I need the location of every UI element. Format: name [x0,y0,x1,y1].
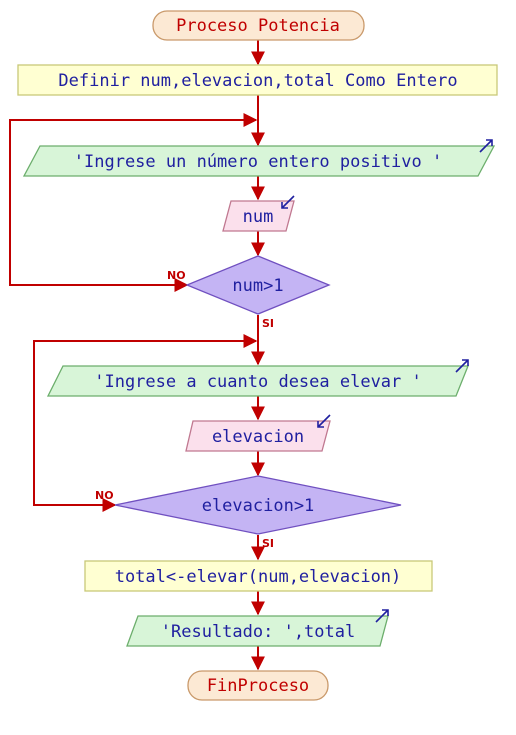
output-arrow-icon [455,359,469,373]
define-label: Definir num,elevacion,total Como Entero [58,71,457,91]
prompt-num-label: 'Ingrese un número entero positivo ' [74,152,442,172]
decision-num-node: num>1 [185,255,331,315]
assign-label: total<-elevar(num,elevacion) [115,567,402,587]
define-node: Definir num,elevacion,total Como Entero [17,64,498,96]
read-elev-label: elevacion [212,427,304,447]
end-node: FinProceso [187,670,329,701]
cond-elev-label: elevacion>1 [202,496,315,516]
yes-label-num: SI [262,317,274,330]
input-arrow-icon [317,414,331,428]
input-elev-node: elevacion [185,414,331,452]
input-arrow-icon [281,195,295,209]
output-prompt-elev-node: 'Ingrese a cuanto desea elevar ' [46,359,469,397]
input-num-node: num [222,195,295,232]
start-label: Proceso Potencia [176,16,340,36]
loop-back-elev [33,334,258,512]
output-arrow-icon [375,609,389,623]
decision-elev-node: elevacion>1 [114,475,402,535]
loop-back-num [9,113,258,292]
start-node: Proceso Potencia [152,10,365,41]
read-num-label: num [243,207,274,227]
assign-node: total<-elevar(num,elevacion) [84,560,433,592]
no-label-num: NO [167,269,186,282]
connector-lines [9,40,265,671]
no-label-elev: NO [95,489,114,502]
end-label: FinProceso [207,676,309,696]
prompt-elev-label: 'Ingrese a cuanto desea elevar ' [94,372,422,392]
output-arrow-icon [479,139,493,153]
cond-num-label: num>1 [232,276,283,296]
output-result-node: 'Resultado: ',total [126,609,389,647]
output-prompt-num-node: 'Ingrese un número entero positivo ' [22,139,496,177]
output-result-label: 'Resultado: ',total [161,622,355,642]
yes-label-elev: SI [262,537,274,550]
